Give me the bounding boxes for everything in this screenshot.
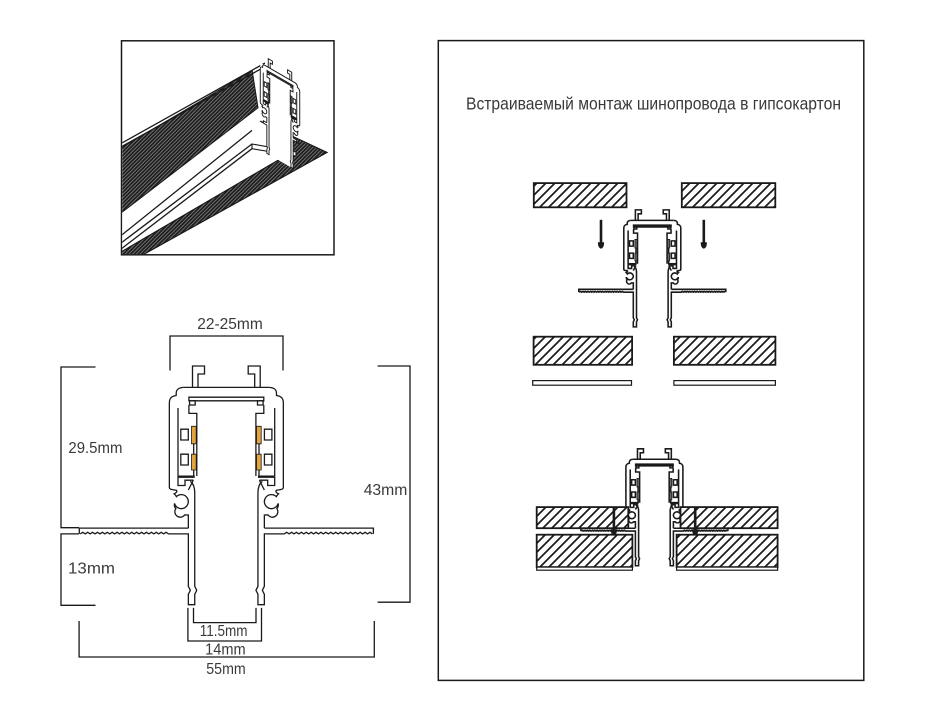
svg-text:55mm: 55mm bbox=[206, 661, 245, 678]
svg-text:22-25mm: 22-25mm bbox=[197, 316, 263, 333]
svg-text:11.5mm: 11.5mm bbox=[200, 623, 248, 640]
svg-text:13mm: 13mm bbox=[68, 561, 115, 578]
svg-text:Встраиваемый монтаж шинопровод: Встраиваемый монтаж шинопровода в гипсок… bbox=[466, 94, 841, 114]
svg-text:14mm: 14mm bbox=[205, 642, 246, 659]
svg-text:43mm: 43mm bbox=[364, 482, 408, 499]
svg-text:29.5mm: 29.5mm bbox=[68, 440, 122, 457]
